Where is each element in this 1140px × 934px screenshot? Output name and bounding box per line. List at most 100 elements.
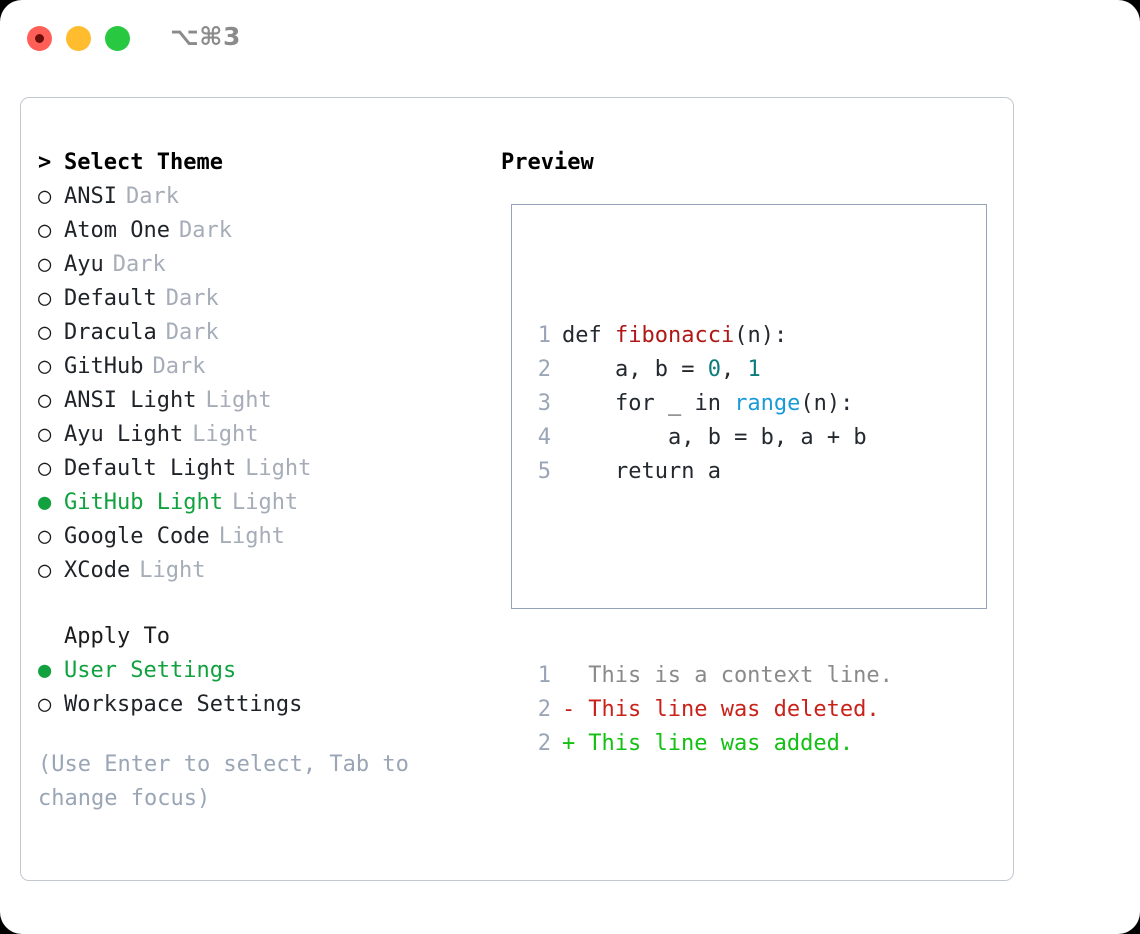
window-controls — [27, 26, 130, 51]
theme-item-label: Ayu Light — [64, 422, 184, 447]
radio-unselected-icon: ○ — [38, 456, 52, 481]
radio-unselected-icon: ○ — [38, 184, 52, 209]
theme-item-variant: Light — [139, 558, 206, 583]
diff-line-number: 2 — [537, 731, 551, 756]
theme-item-variant: Dark — [125, 184, 179, 209]
theme-item-variant: Dark — [112, 252, 166, 277]
diff-line-body: This is a context line. — [551, 659, 893, 693]
theme-item-label: Dracula — [64, 320, 157, 345]
theme-item-variant: Dark — [165, 320, 219, 345]
theme-item-label: GitHub — [64, 354, 144, 379]
theme-item-xcode[interactable]: ○ XCode Light — [38, 554, 478, 588]
code-token-num: 1 — [747, 357, 761, 382]
diff-line-text: This line was deleted. — [575, 697, 880, 722]
radio-unselected-icon: ○ — [38, 692, 52, 717]
diff-marker: - — [562, 697, 576, 722]
keyboard-hint: (Use Enter to select, Tab to change focu… — [38, 752, 409, 811]
radio-unselected-icon: ○ — [38, 320, 52, 345]
code-line: 4 a, b = b, a + b — [529, 421, 893, 455]
code-token-call: range — [734, 391, 801, 416]
preview-column: Preview — [501, 146, 991, 180]
radio-selected-icon: ● — [38, 490, 52, 515]
code-line-number: 4 — [537, 425, 551, 450]
code-token-plain: (n): — [800, 391, 854, 416]
diff-line-context: 1 This is a context line. — [529, 659, 893, 693]
apply-to-marker — [38, 620, 64, 654]
code-line-text: a, b = 0, 1 — [551, 353, 761, 387]
theme-item-variant: Dark — [178, 218, 232, 243]
apply-to-item-workspace-settings[interactable]: ○ Workspace Settings — [38, 688, 478, 722]
theme-item-ayu-light[interactable]: ○ Ayu Light Light — [38, 418, 478, 452]
theme-item-label: ANSI Light — [64, 388, 197, 413]
diff-line-body: + This line was added. — [551, 727, 853, 761]
minimize-button-icon[interactable] — [66, 26, 91, 51]
radio-unselected-icon: ○ — [38, 354, 52, 379]
theme-item-label: Ayu — [64, 252, 104, 277]
apply-to-item-user-settings[interactable]: ● User Settings — [38, 654, 478, 688]
code-token-kw: for _ in — [562, 391, 735, 416]
theme-item-variant: Light — [218, 524, 285, 549]
code-line-text: for _ in range(n): — [551, 387, 853, 421]
diff-line-text: This is a context line. — [575, 663, 893, 688]
theme-item-label: Default — [64, 286, 157, 311]
theme-item-label: Google Code — [64, 524, 210, 549]
theme-item-variant: Dark — [152, 354, 206, 379]
theme-item-github[interactable]: ○ GitHub Dark — [38, 350, 478, 384]
diff-line-number: 2 — [537, 697, 551, 722]
radio-unselected-icon: ○ — [38, 558, 52, 583]
radio-unselected-icon: ○ — [38, 286, 52, 311]
apply-to-header: Apply To — [38, 620, 478, 654]
theme-item-label: Default Light — [64, 456, 237, 481]
code-diff-gap — [529, 557, 893, 591]
apply-to-item-label: User Settings — [64, 658, 237, 683]
diff-line-number: 1 — [537, 663, 551, 688]
select-theme-title: Select Theme — [64, 150, 223, 175]
code-line: 2 a, b = 0, 1 — [529, 353, 893, 387]
code-line-text: a, b = b, a + b — [551, 421, 867, 455]
select-theme-header: > Select Theme — [38, 146, 478, 180]
hint-spacer — [38, 722, 478, 748]
diff-line-add: 2+ This line was added. — [529, 727, 893, 761]
code-line: 3 for _ in range(n): — [529, 387, 893, 421]
radio-unselected-icon: ○ — [38, 422, 52, 447]
theme-item-variant: Light — [192, 422, 259, 447]
code-token-plain: a, b = — [562, 357, 708, 382]
apply-to-item-label: Workspace Settings — [64, 692, 303, 717]
close-button-icon[interactable] — [27, 26, 52, 51]
code-line-number: 1 — [537, 323, 551, 348]
apply-to-list: ● User Settings ○ Workspace Settings — [38, 654, 478, 722]
code-token-plain: a, b = b, a + b — [562, 425, 867, 450]
theme-item-variant: Light — [205, 388, 272, 413]
radio-unselected-icon: ○ — [38, 218, 52, 243]
code-line-number: 2 — [537, 357, 551, 382]
code-token-plain: , — [720, 357, 748, 382]
theme-item-label: ANSI — [64, 184, 117, 209]
theme-item-variant: Light — [231, 490, 299, 515]
theme-item-label: XCode — [64, 558, 131, 583]
theme-item-dracula[interactable]: ○ Dracula Dark — [38, 316, 478, 350]
zoom-button-icon[interactable] — [105, 26, 130, 51]
diff-line-text: This line was added. — [575, 731, 854, 756]
caret-icon: > — [38, 150, 52, 175]
theme-item-ansi[interactable]: ○ ANSI Dark — [38, 180, 478, 214]
radio-selected-icon: ● — [38, 658, 52, 683]
diff-line-del: 2- This line was deleted. — [529, 693, 893, 727]
diff-lines: 1 This is a context line.2- This line wa… — [529, 659, 893, 761]
code-token-num: 0 — [707, 357, 721, 382]
code-line-text: def fibonacci(n): — [551, 319, 787, 353]
diff-marker: + — [562, 731, 576, 756]
theme-item-ansi-light[interactable]: ○ ANSI Light Light — [38, 384, 478, 418]
radio-unselected-icon: ○ — [38, 388, 52, 413]
